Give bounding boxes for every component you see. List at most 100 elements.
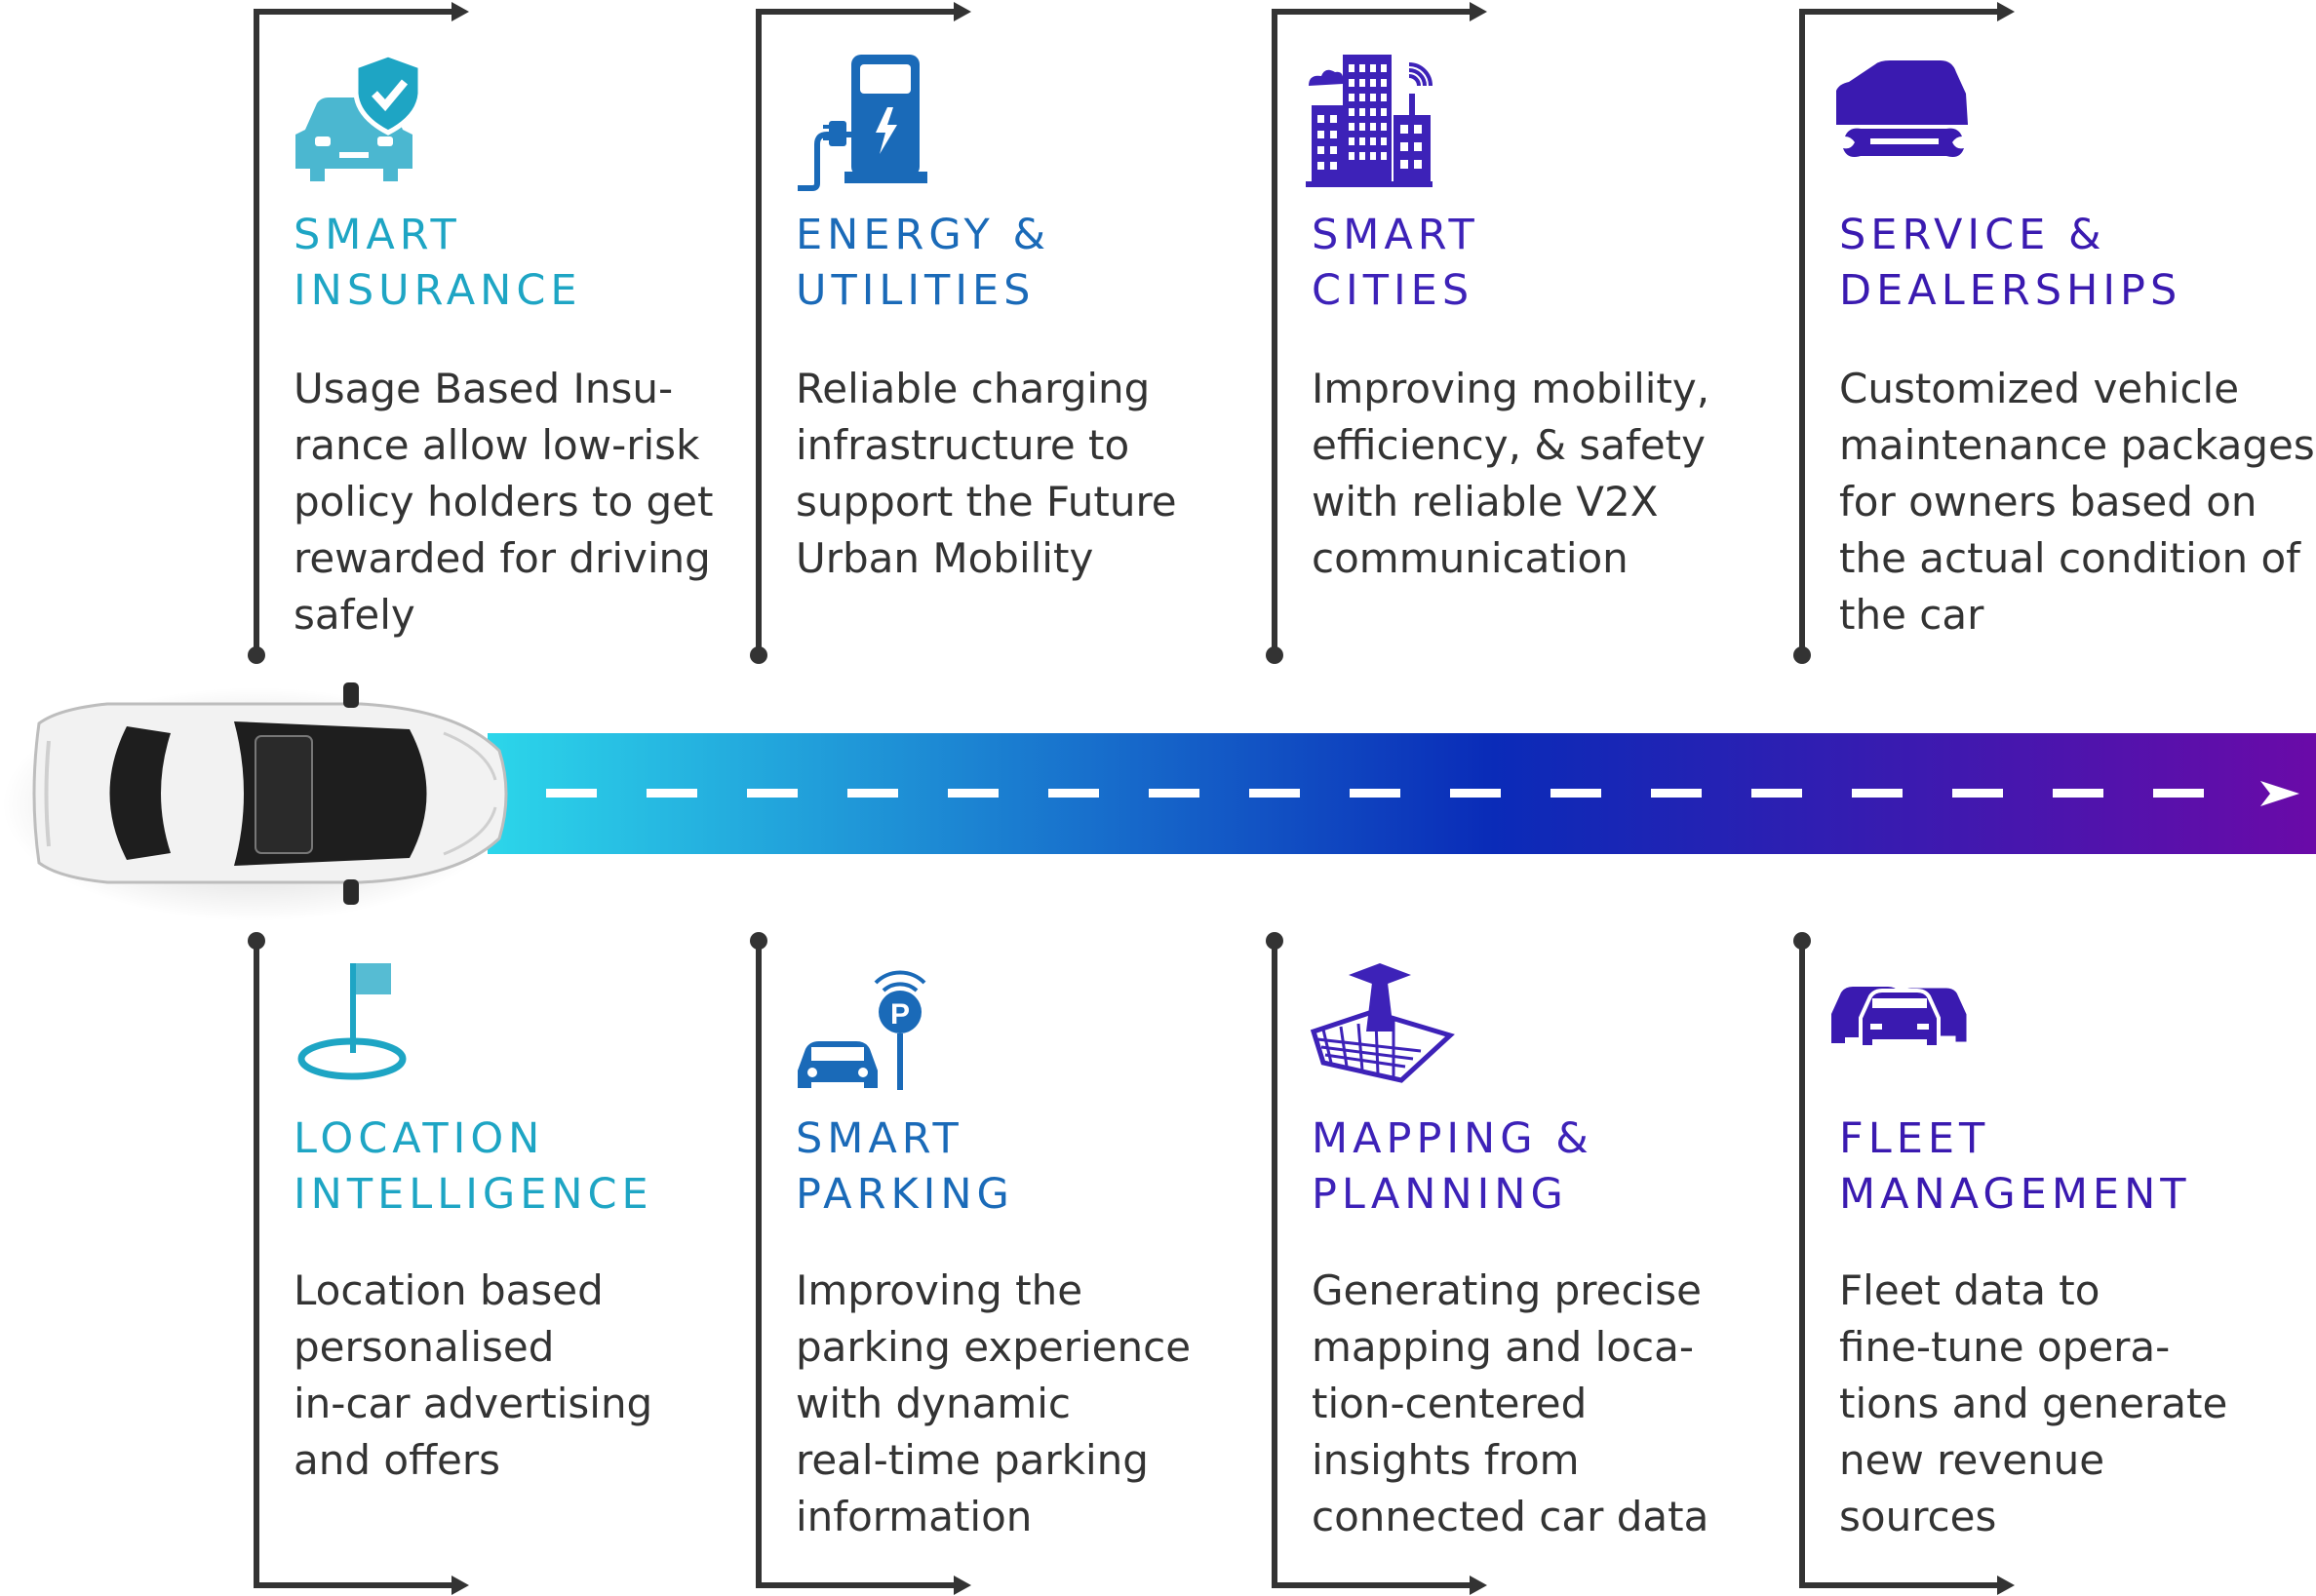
top-connector-dot — [1793, 646, 1811, 664]
road-dash — [1751, 789, 1802, 798]
tile-title-line: DEALERSHIPS — [1839, 266, 2182, 315]
road-dash — [1651, 789, 1702, 798]
tile-description-line: rance allow low-risk — [294, 421, 700, 469]
top-connector-arrow-head — [1470, 2, 1487, 21]
tile-description-line: new revenue — [1839, 1436, 2105, 1484]
tile-description-line: Fleet data to — [1839, 1266, 2100, 1314]
road-dash — [1249, 789, 1300, 798]
tile-title-line: ENERGY & — [796, 211, 1051, 259]
tile-description: Location based personalised in-car adverti… — [294, 1263, 791, 1489]
tile-description-line: personalised — [294, 1323, 555, 1371]
top-connector-dot — [750, 646, 767, 664]
top-connector-dot — [248, 646, 265, 664]
tile-description-line: insights from — [1312, 1436, 1580, 1484]
tile-title-line: MAPPING & — [1312, 1114, 1593, 1163]
tile-description: Reliable charging infrastructure to suppor… — [796, 361, 1293, 587]
tile-description-line: fine-tune opera- — [1839, 1323, 2171, 1371]
tile-description-line: tions and generate — [1839, 1380, 2228, 1427]
tile-service-dealerships: SERVICE & DEALERSHIPS Customized vehicle ma… — [1802, 0, 2315, 1596]
tile-title-line: SMART — [1312, 211, 1479, 259]
tile-description-line: policy holders to get — [294, 478, 714, 526]
tile-description-line: connected car data — [1312, 1493, 1709, 1540]
tile-title-line: FLEET — [1839, 1114, 1990, 1163]
tile-description-line: communication — [1312, 534, 1629, 582]
tile-title: FLEET MANAGEMENT — [1839, 1111, 2191, 1223]
road-dash — [847, 789, 898, 798]
road-center-dashes — [546, 789, 2204, 798]
tile-title-line: SMART — [294, 211, 461, 259]
parking-sign-car-icon: P — [788, 954, 944, 1100]
tile-title-line: SMART — [796, 1114, 963, 1163]
road-dash — [1551, 789, 1601, 798]
tile-description-line: rewarded for driving — [294, 534, 711, 582]
road-dash — [1852, 789, 1903, 798]
tile-description-line: parking experience — [796, 1323, 1192, 1371]
bottom-connector-arrow-head — [1997, 1576, 2015, 1595]
tile-description-line: Generating precise — [1312, 1266, 1702, 1314]
tile-title-line: PARKING — [796, 1170, 1014, 1219]
tile-energy-utilities: ENERGY & UTILITIES Reliable charging infras… — [759, 0, 1266, 1596]
tile-description-line: information — [796, 1493, 1033, 1540]
tile-description-line: infrastructure to — [796, 421, 1130, 469]
road-dash — [2053, 789, 2103, 798]
tile-description-line: mapping and loca- — [1312, 1323, 1694, 1371]
tile-title-line: INSURANCE — [294, 266, 582, 315]
tile-description-line: the actual condition of — [1839, 534, 2300, 582]
connector-lines — [248, 2, 2015, 1595]
tile-description-line: support the Future — [796, 478, 1177, 526]
road-dash — [647, 789, 697, 798]
tile-title-line: SERVICE & — [1839, 211, 2106, 259]
svg-text:P: P — [890, 998, 910, 1031]
city-buildings-icon — [1304, 47, 1460, 193]
tile-description: Fleet data to fine-tune opera-tions and g… — [1839, 1263, 2316, 1545]
car-wrench-icon — [1831, 47, 1987, 193]
tile-description-line: Location based — [294, 1266, 604, 1314]
bottom-connector-arrow-head — [451, 1576, 469, 1595]
tile-description: Usage Based Insu-rance allow low-risk pol… — [294, 361, 791, 643]
tile-description-line: efficiency, & safety — [1312, 421, 1706, 469]
tile-description-line: tion-centered — [1312, 1380, 1588, 1427]
map-pin-icon — [1304, 954, 1460, 1100]
tile-description-line: and offers — [294, 1436, 500, 1484]
car-top-view-icon — [2, 682, 509, 921]
tile-description-line: maintenance packages — [1839, 421, 2315, 469]
tile-description-line: for owners based on — [1839, 478, 2257, 526]
tile-description-line: Usage Based Insu- — [294, 365, 674, 412]
tile-description-line: in-car advertising — [294, 1380, 653, 1427]
road-dash — [1450, 789, 1501, 798]
tile-fleet-management: FLEET MANAGEMENT Fleet data to fine-tune op… — [1802, 0, 2309, 1596]
charging-station-icon — [788, 47, 944, 193]
road-arrow-head — [2260, 781, 2299, 806]
tile-title-line: PLANNING — [1312, 1170, 1568, 1219]
tile-description-line: sources — [1839, 1493, 1997, 1540]
top-connector-arrow-head — [954, 2, 971, 21]
tile-description-line: Improving mobility, — [1312, 365, 1710, 412]
bottom-connector-arrow-head — [1470, 1576, 1487, 1595]
tile-description-line: the car — [1839, 591, 1984, 639]
road-dash — [747, 789, 798, 798]
tile-description-line: real-time parking — [796, 1436, 1149, 1484]
top-connector-dot — [1266, 646, 1283, 664]
road-dash — [2153, 789, 2204, 798]
tile-description-line: with dynamic — [796, 1380, 1072, 1427]
tile-description: Customized vehicle maintenance packages fo… — [1839, 361, 2316, 643]
car-fleet-icon — [1831, 954, 1987, 1100]
road-dash — [1350, 789, 1400, 798]
bottom-connector-arrow-head — [954, 1576, 971, 1595]
tile-title-line: MANAGEMENT — [1839, 1170, 2191, 1219]
tile-title: ENERGY & UTILITIES — [796, 208, 1050, 319]
tile-description-line: Reliable charging — [796, 365, 1151, 412]
tile-description-line: Customized vehicle — [1839, 365, 2240, 412]
tile-title-line: UTILITIES — [796, 266, 1036, 315]
road-dash — [1952, 789, 2003, 798]
tile-description: Generating precise mapping and loca-tion-… — [1312, 1263, 1809, 1545]
road-dash — [1149, 789, 1199, 798]
